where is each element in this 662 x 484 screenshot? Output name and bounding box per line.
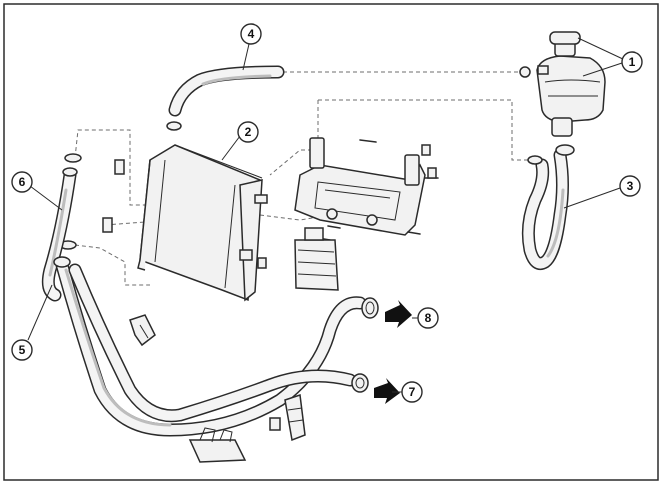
hose-end-clamps: [351, 297, 379, 393]
callout-label-1: 1: [629, 55, 636, 69]
hose-clip-lower: [188, 427, 247, 463]
assembly-guide-lines: [74, 71, 530, 286]
callout-3: 3: [619, 175, 641, 197]
hose-tank-3: [521, 144, 575, 270]
hose-clamp: [519, 66, 531, 78]
leader-lines: [27, 37, 626, 393]
callout-label-7: 7: [409, 385, 416, 399]
callout-label-4: 4: [248, 27, 255, 41]
callout-5: 5: [11, 339, 33, 361]
hose-long-5-8: [53, 256, 367, 437]
radiator-guard: [294, 227, 339, 291]
callout-4: 4: [240, 23, 262, 45]
flow-arrows: [374, 300, 412, 404]
hose-lower-7: [68, 263, 357, 423]
callout-7: 7: [401, 381, 423, 403]
callout-6: 6: [11, 171, 33, 193]
expansion-tank: [519, 31, 606, 137]
hose-upper-4: [166, 65, 285, 131]
callout-label-2: 2: [245, 125, 252, 139]
callout-1: 1: [621, 51, 643, 73]
callout-8: 8: [417, 307, 439, 329]
radiator: [59, 144, 268, 302]
hose-support-bracket: [269, 393, 306, 442]
hose-clip-upper: [129, 314, 156, 347]
flow-arrow-7: [374, 378, 400, 404]
callout-label-3: 3: [627, 179, 634, 193]
callout-2: 2: [237, 121, 259, 143]
callout-label-6: 6: [19, 175, 26, 189]
callout-label-8: 8: [425, 311, 432, 325]
callout-label-5: 5: [19, 343, 26, 357]
flow-arrow-8: [385, 300, 412, 328]
